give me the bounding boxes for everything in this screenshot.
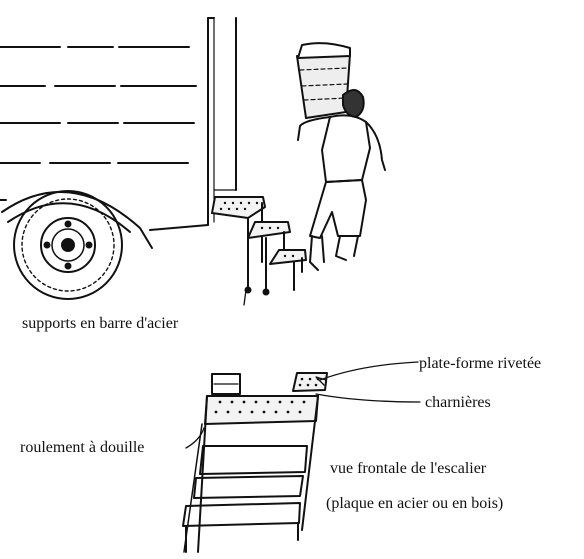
staircase-front-view [182,372,328,553]
worker-figure [296,42,386,271]
step-perforations [219,201,295,258]
truck-wheel [1,190,153,300]
truck-steps [211,196,307,296]
label-plate: (plaque en acier ou en bois) [326,495,504,512]
label-front-view: vue frontale de l'escalier [330,460,487,477]
label-platform: plate-forme rivetée [419,355,542,372]
label-supports: supports en barre d'acier [22,315,179,332]
label-bushing: roulement à douille [20,439,145,456]
truck-body [0,17,237,231]
leader-lines [185,289,421,449]
label-hinges: charnières [425,394,491,411]
